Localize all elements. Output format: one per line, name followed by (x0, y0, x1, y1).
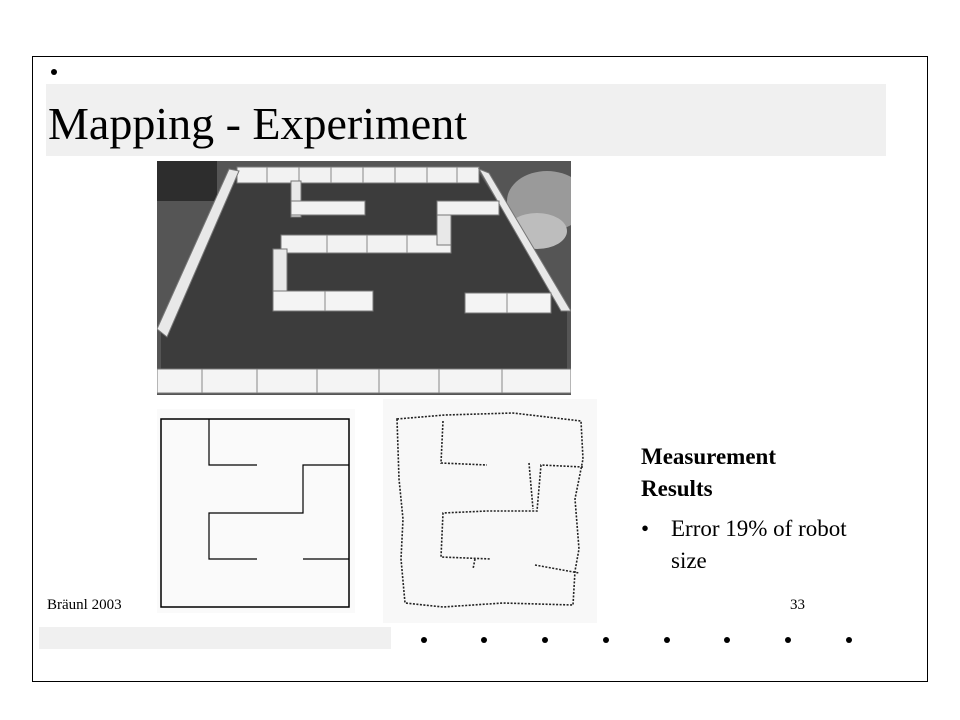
list-bullet: • (641, 516, 650, 541)
decorative-dot (785, 637, 791, 643)
decorative-dot (481, 637, 487, 643)
decorative-dot-row (421, 637, 871, 645)
top-bullet-dot (51, 69, 57, 75)
results-heading: Measurement Results (641, 441, 821, 505)
decorative-dot (542, 637, 548, 643)
ideal-maze-map (157, 409, 355, 613)
results-heading-text: Measurement Results (641, 444, 776, 501)
maze-photo (157, 161, 571, 395)
measured-maze-map (383, 399, 597, 623)
slide-title: Mapping - Experiment (48, 98, 468, 149)
decorative-dot (664, 637, 670, 643)
ideal-maze-map-drawing (160, 418, 350, 608)
maze-photo-drawing (157, 161, 571, 395)
decorative-dot (846, 637, 852, 643)
slide: Mapping - Experiment (32, 56, 928, 682)
measured-maze-map-drawing (396, 412, 584, 608)
footer-author: Bräunl 2003 (47, 597, 122, 613)
decorative-dot (603, 637, 609, 643)
decorative-dot (421, 637, 427, 643)
title-band (46, 84, 886, 156)
list-item-text: Error 19% of robot size (671, 516, 847, 573)
page-number: 33 (790, 597, 805, 613)
decorative-dot (724, 637, 730, 643)
bottom-band (39, 627, 391, 649)
